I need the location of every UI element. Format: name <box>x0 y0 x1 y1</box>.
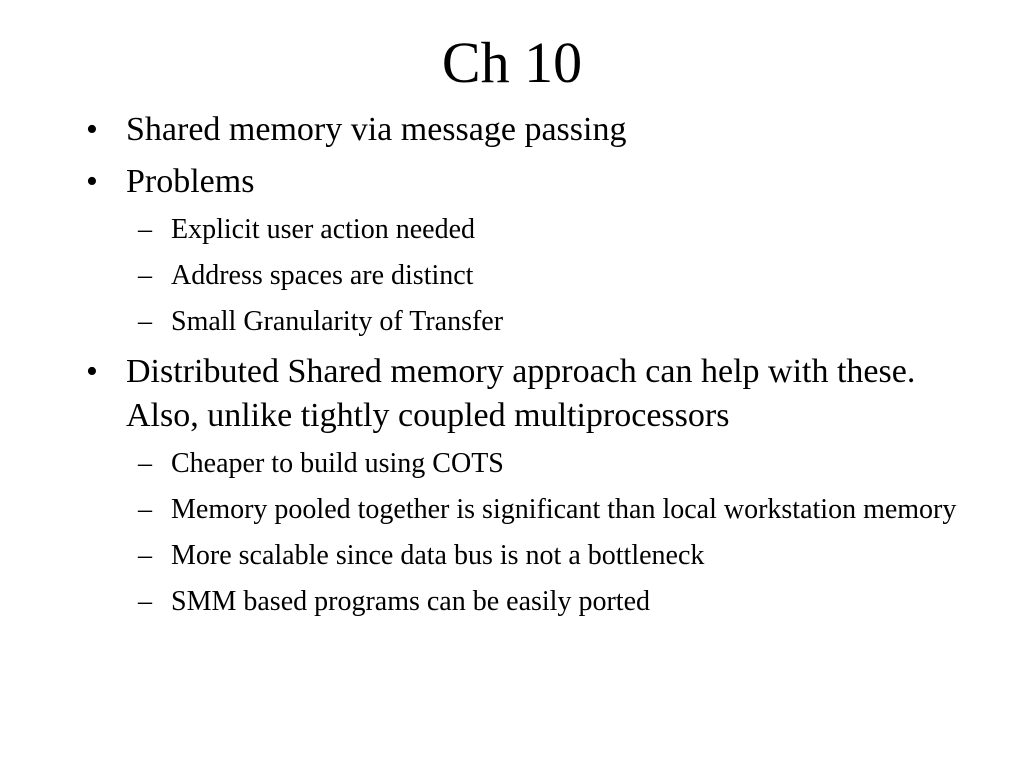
sub-bullet-text: More scalable since data bus is not a bo… <box>171 540 705 571</box>
bullet-icon: • <box>86 353 98 390</box>
dash-icon: – <box>138 586 152 617</box>
sub-bullet-list: – Explicit user action needed – Address … <box>86 212 986 340</box>
sub-bullet-item: – More scalable since data bus is not a … <box>86 538 986 574</box>
dash-icon: – <box>138 260 152 291</box>
sub-bullet-item: – Address spaces are distinct <box>86 258 986 294</box>
dash-icon: – <box>138 306 152 337</box>
sub-bullet-item: – Small Granularity of Transfer <box>86 304 986 340</box>
sub-bullet-item: – SMM based programs can be easily porte… <box>86 584 986 620</box>
sub-bullet-text: Small Granularity of Transfer <box>171 306 504 337</box>
slide-content: • Shared memory via message passing • Pr… <box>86 108 986 630</box>
dash-icon: – <box>138 540 152 571</box>
bullet-item: • Problems <box>86 160 986 204</box>
sub-bullet-text: Explicit user action needed <box>171 214 475 245</box>
bullet-item: • Shared memory via message passing <box>86 108 986 152</box>
bullet-text: Distributed Shared memory approach can h… <box>126 353 916 434</box>
bullet-icon: • <box>86 163 98 200</box>
sub-bullet-item: – Memory pooled together is significant … <box>86 492 986 528</box>
dash-icon: – <box>138 214 152 245</box>
sub-bullet-text: Cheaper to build using COTS <box>171 448 504 479</box>
sub-bullet-text: Address spaces are distinct <box>171 260 474 291</box>
bullet-text: Problems <box>126 163 255 200</box>
bullet-item: • Distributed Shared memory approach can… <box>86 350 986 438</box>
sub-bullet-text: Memory pooled together is significant th… <box>171 494 957 525</box>
sub-bullet-item: – Cheaper to build using COTS <box>86 446 986 482</box>
bullet-text: Shared memory via message passing <box>126 111 627 148</box>
dash-icon: – <box>138 448 152 479</box>
bullet-icon: • <box>86 111 98 148</box>
sub-bullet-text: SMM based programs can be easily ported <box>171 586 650 617</box>
dash-icon: – <box>138 494 152 525</box>
sub-bullet-list: – Cheaper to build using COTS – Memory p… <box>86 446 986 620</box>
sub-bullet-item: – Explicit user action needed <box>86 212 986 248</box>
slide-title: Ch 10 <box>441 30 583 95</box>
